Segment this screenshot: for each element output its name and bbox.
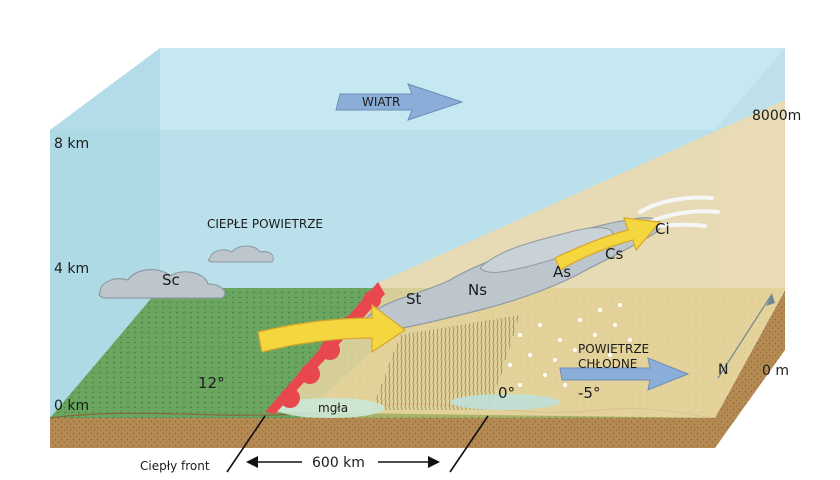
warm-air-arrow-lower: [257, 303, 407, 354]
cold-air-arrow: [559, 357, 690, 391]
temperature-cold: -5°: [578, 384, 600, 402]
warm-front-label: Ciepły front: [140, 459, 210, 473]
warm-air-arrow-upper: [554, 217, 662, 271]
north-label: N: [718, 362, 728, 378]
scale-label-0m: 0 m: [762, 363, 789, 379]
snowfall: [508, 303, 632, 387]
distance-arrowhead-left: [246, 456, 258, 468]
distance-arrowhead-right: [428, 456, 440, 468]
puddle-area: [450, 394, 560, 410]
small-cloud: [207, 245, 274, 263]
temperature-warm: 12°: [198, 374, 225, 392]
soil-right: [715, 290, 785, 448]
cloud-label-as: As: [553, 263, 571, 281]
cloud-label-cs: Cs: [605, 245, 623, 263]
stratocumulus-cloud: [98, 269, 226, 299]
wind-label: WIATR: [362, 95, 400, 109]
cloud-label-ci: Ci: [655, 220, 670, 238]
cloud-label-ns: Ns: [468, 281, 487, 299]
cloud-label-sc: Sc: [162, 271, 180, 289]
scale-label-8000m: 8000m: [752, 108, 801, 124]
fog-label: mgła: [318, 401, 348, 415]
cloud-label-st: St: [406, 290, 422, 308]
north-arrow: [717, 293, 773, 379]
cold-air-label-line2: CHŁODNE: [578, 357, 637, 371]
cold-air-label-line1: POWIETRZE: [578, 342, 649, 356]
precipitation-band: [372, 315, 520, 410]
front-marker-right: [449, 415, 489, 473]
scale-label-8km: 8 km: [54, 136, 89, 152]
north-arrow-head: [766, 294, 775, 306]
distance-label: 600 km: [312, 455, 365, 471]
front-marker-left: [226, 415, 266, 473]
scale-label-0km: 0 km: [54, 398, 89, 414]
fog-area: [275, 398, 385, 418]
soil-front: [50, 418, 715, 448]
warm-air-label: CIEPŁE POWIETRZE: [207, 217, 323, 231]
sky-left-panel: [50, 48, 160, 418]
scale-label-4km: 4 km: [54, 261, 89, 277]
temperature-front: 0°: [498, 384, 515, 402]
wind-arrow: [335, 83, 464, 121]
